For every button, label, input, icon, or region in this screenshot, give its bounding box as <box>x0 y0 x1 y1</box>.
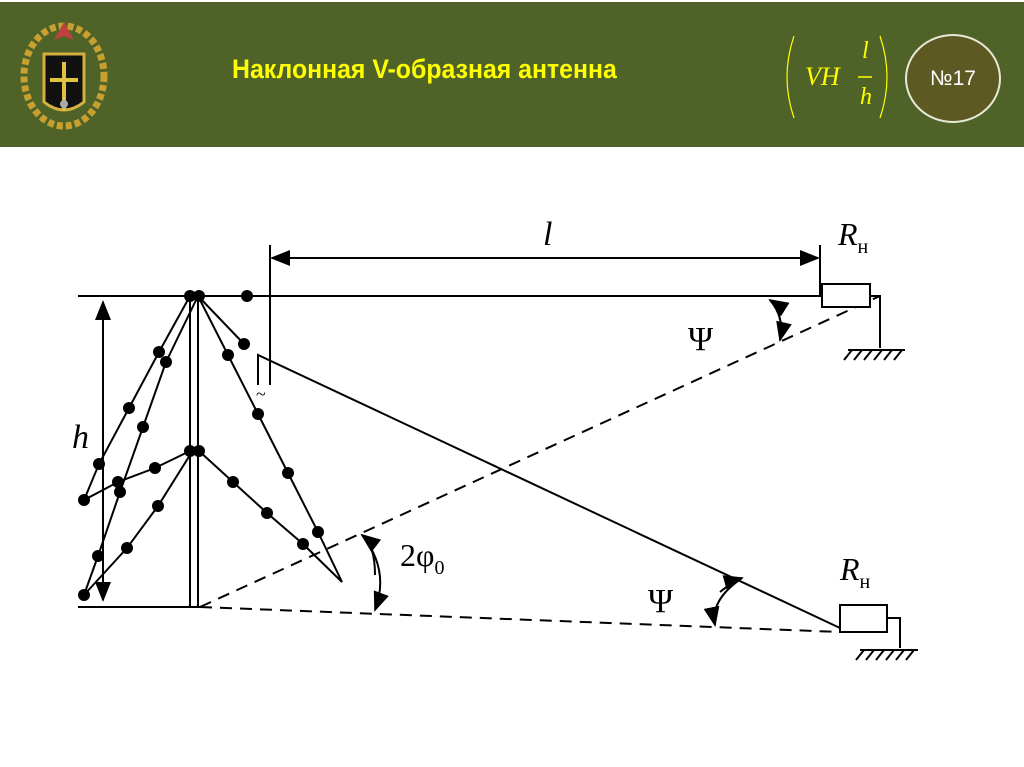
label-psi-top: Ψ <box>688 321 713 358</box>
load-resistor-bottom <box>839 604 888 633</box>
wire-right-main <box>197 295 343 583</box>
dashed-line-bottom <box>199 606 841 633</box>
wire-right-upper <box>197 295 245 345</box>
feed-symbol: ~ <box>256 384 266 404</box>
slide-header: Наклонная V-образная антенна VH l h №17 <box>0 2 1024 147</box>
label-l: l <box>543 216 552 253</box>
page-title: Наклонная V-образная антенна <box>232 54 617 84</box>
slide-number-badge: №17 <box>905 34 1001 123</box>
label-psi-bottom: Ψ <box>648 583 673 620</box>
emblem-logo <box>20 22 108 130</box>
dashed-line-top <box>199 295 881 608</box>
load-resistor-top <box>821 283 871 308</box>
formula-denominator: h <box>860 84 872 110</box>
formula-prefix: VH <box>805 62 840 91</box>
formula: VH l h <box>780 32 895 122</box>
label-rn-top: Rн <box>837 216 869 258</box>
wire-insulator-dots <box>78 290 324 601</box>
wire-left-1 <box>82 295 191 503</box>
label-angle: 2φ0 <box>400 537 444 579</box>
label-h: h <box>72 419 89 456</box>
wire-left-2 <box>83 295 199 596</box>
feed-bracket <box>257 353 841 629</box>
label-rn-bottom: Rн <box>839 551 871 593</box>
formula-numerator: l <box>862 38 869 64</box>
